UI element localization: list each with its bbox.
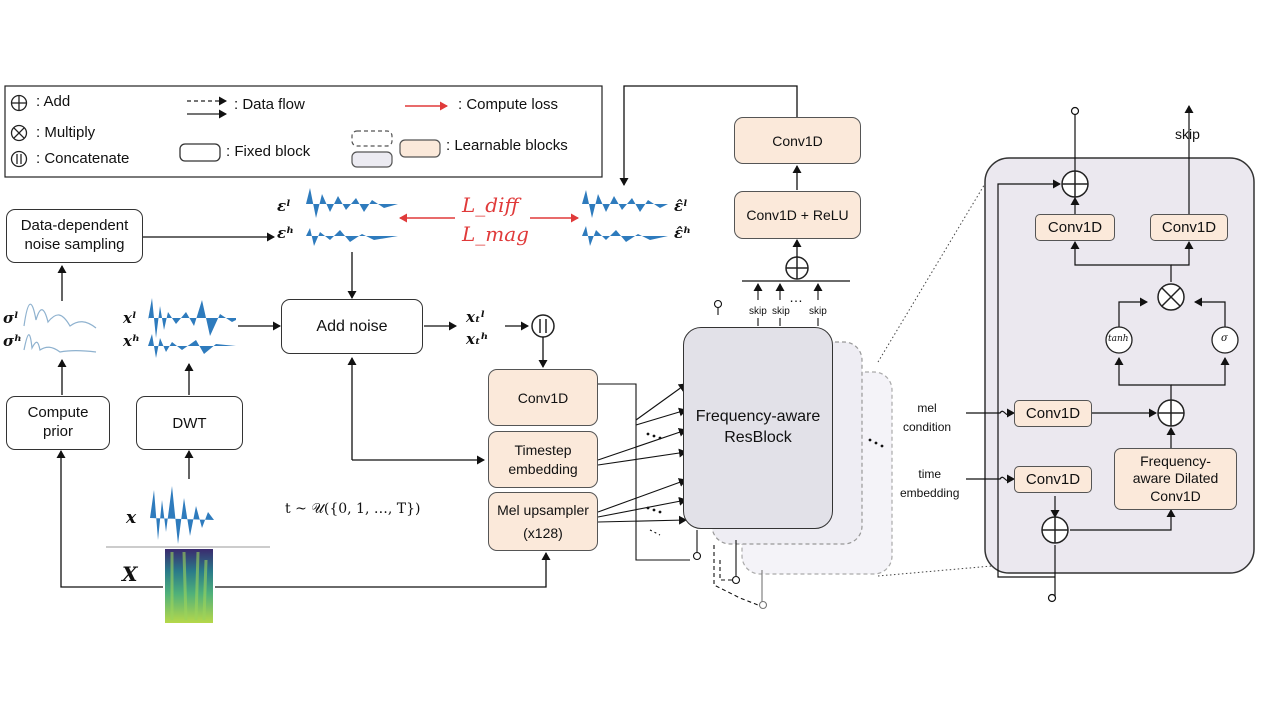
conv1d-input-block: Conv1D xyxy=(488,369,598,426)
detail-add-top-icon xyxy=(1061,170,1089,198)
detail-top-input xyxy=(1070,106,1080,116)
arrow-X-to-mel xyxy=(215,552,551,588)
legend-learnable-label: : Learnable blocks xyxy=(446,137,568,154)
detail-tanh-node xyxy=(1105,326,1133,354)
detail-sigma-node xyxy=(1211,326,1239,354)
stack-ellipsis xyxy=(868,438,884,448)
eps-l-label: εˡ xyxy=(277,197,291,215)
time-embedding-label: time embedding xyxy=(900,467,960,501)
spectrogram-texture xyxy=(170,551,208,621)
t-formula: t ~ 𝒰({0, 1, …, T}) xyxy=(285,501,421,517)
add-noise-block: Add noise xyxy=(281,299,423,354)
x-label: x xyxy=(126,508,137,528)
legend-multiply-icon xyxy=(10,124,28,142)
eps-hat-l-label: ε̂ˡ xyxy=(674,197,688,215)
detail-add-mid-icon xyxy=(1157,399,1185,427)
skip-arrows xyxy=(753,283,823,326)
legend-loss-label: : Compute loss xyxy=(458,96,559,113)
legend-fixed-swatch xyxy=(179,143,221,162)
detail-multiply-icon xyxy=(1157,283,1185,311)
detail-add-bottom-icon xyxy=(1041,516,1069,544)
detail-skip-label: skip xyxy=(1175,126,1200,142)
loss-mag: L_mag xyxy=(462,222,529,246)
mel-condition-label: mel condition xyxy=(903,401,952,435)
conv1d-output-block: Conv1D xyxy=(734,117,861,164)
zoom-line-bottom xyxy=(877,565,993,577)
eps-hat-h-label: ε̂ʰ xyxy=(674,224,691,242)
legend-gray-swatch xyxy=(351,151,393,168)
x-l-label: xˡ xyxy=(123,309,137,327)
resblock-main: Frequency-aware ResBlock xyxy=(683,327,833,529)
dwt-block: DWT xyxy=(136,396,243,450)
detail-tanh-label: tanh xyxy=(1108,334,1129,344)
skip-label-3: skip xyxy=(809,306,827,317)
x-main-waveform xyxy=(150,486,214,544)
detail-sigma-label: σ xyxy=(1221,333,1228,344)
concat-icon xyxy=(531,314,555,338)
detail-bottom-input xyxy=(1047,593,1057,603)
x-h-label: xʰ xyxy=(123,332,140,350)
eps-hat-waveforms xyxy=(582,190,668,246)
detail-dilated-conv: Frequency- aware Dilated Conv1D xyxy=(1114,448,1237,510)
sigma-h-label: σʰ xyxy=(3,332,22,350)
compute-prior-block: Compute prior xyxy=(6,396,110,450)
detail-conv1d-mel: Conv1D xyxy=(1014,400,1092,427)
eps-h-label: εʰ xyxy=(277,224,294,242)
detail-conv1d-left: Conv1D xyxy=(1035,214,1115,241)
legend-dataflow-label: : Data flow xyxy=(234,96,305,113)
detail-wires xyxy=(966,105,1230,598)
legend-concat-label: : Concatenate xyxy=(36,150,130,167)
legend-frame xyxy=(4,85,603,178)
skip-label-2: skip xyxy=(772,306,790,317)
skip-ellipsis: … xyxy=(789,289,803,305)
resblock-connectors xyxy=(692,299,768,610)
legend-add-icon xyxy=(10,94,28,112)
mel-upsampler-block: Mel upsampler (x128) xyxy=(488,492,598,551)
legend-dashed-swatch xyxy=(351,130,393,147)
xt-l-label: xₜˡ xyxy=(466,308,485,326)
arrow-conv-to-epshat xyxy=(619,85,798,186)
skip-label-1: skip xyxy=(749,306,767,317)
X-label: X xyxy=(122,562,138,586)
sum-icon xyxy=(785,256,809,280)
legend-concat-icon xyxy=(10,150,28,168)
fanout-lines xyxy=(597,383,690,561)
conv1d-relu-block: Conv1D + ReLU xyxy=(734,191,861,239)
eps-waveforms xyxy=(306,188,398,246)
x-waveforms xyxy=(148,298,236,358)
detail-conv1d-right: Conv1D xyxy=(1150,214,1228,241)
timestep-embedding-block: Timestep embedding xyxy=(488,431,598,488)
legend-multiply-label: : Multiply xyxy=(36,124,96,141)
xt-h-label: xₜʰ xyxy=(466,330,489,348)
loss-diff: L_diff xyxy=(462,193,519,217)
detail-conv1d-time: Conv1D xyxy=(1014,466,1092,493)
legend-add-label: : Add xyxy=(36,93,71,110)
arrow-X-to-prior xyxy=(56,450,163,588)
sigma-waveforms xyxy=(23,303,97,353)
sigma-l-label: σˡ xyxy=(3,309,19,327)
zoom-line-top xyxy=(877,171,993,363)
fanout-dots xyxy=(646,432,662,514)
legend-learnable-swatch xyxy=(399,139,441,158)
noise-sampling-block: Data-dependent noise sampling xyxy=(6,209,143,263)
legend-fixed-label: : Fixed block xyxy=(226,143,311,160)
